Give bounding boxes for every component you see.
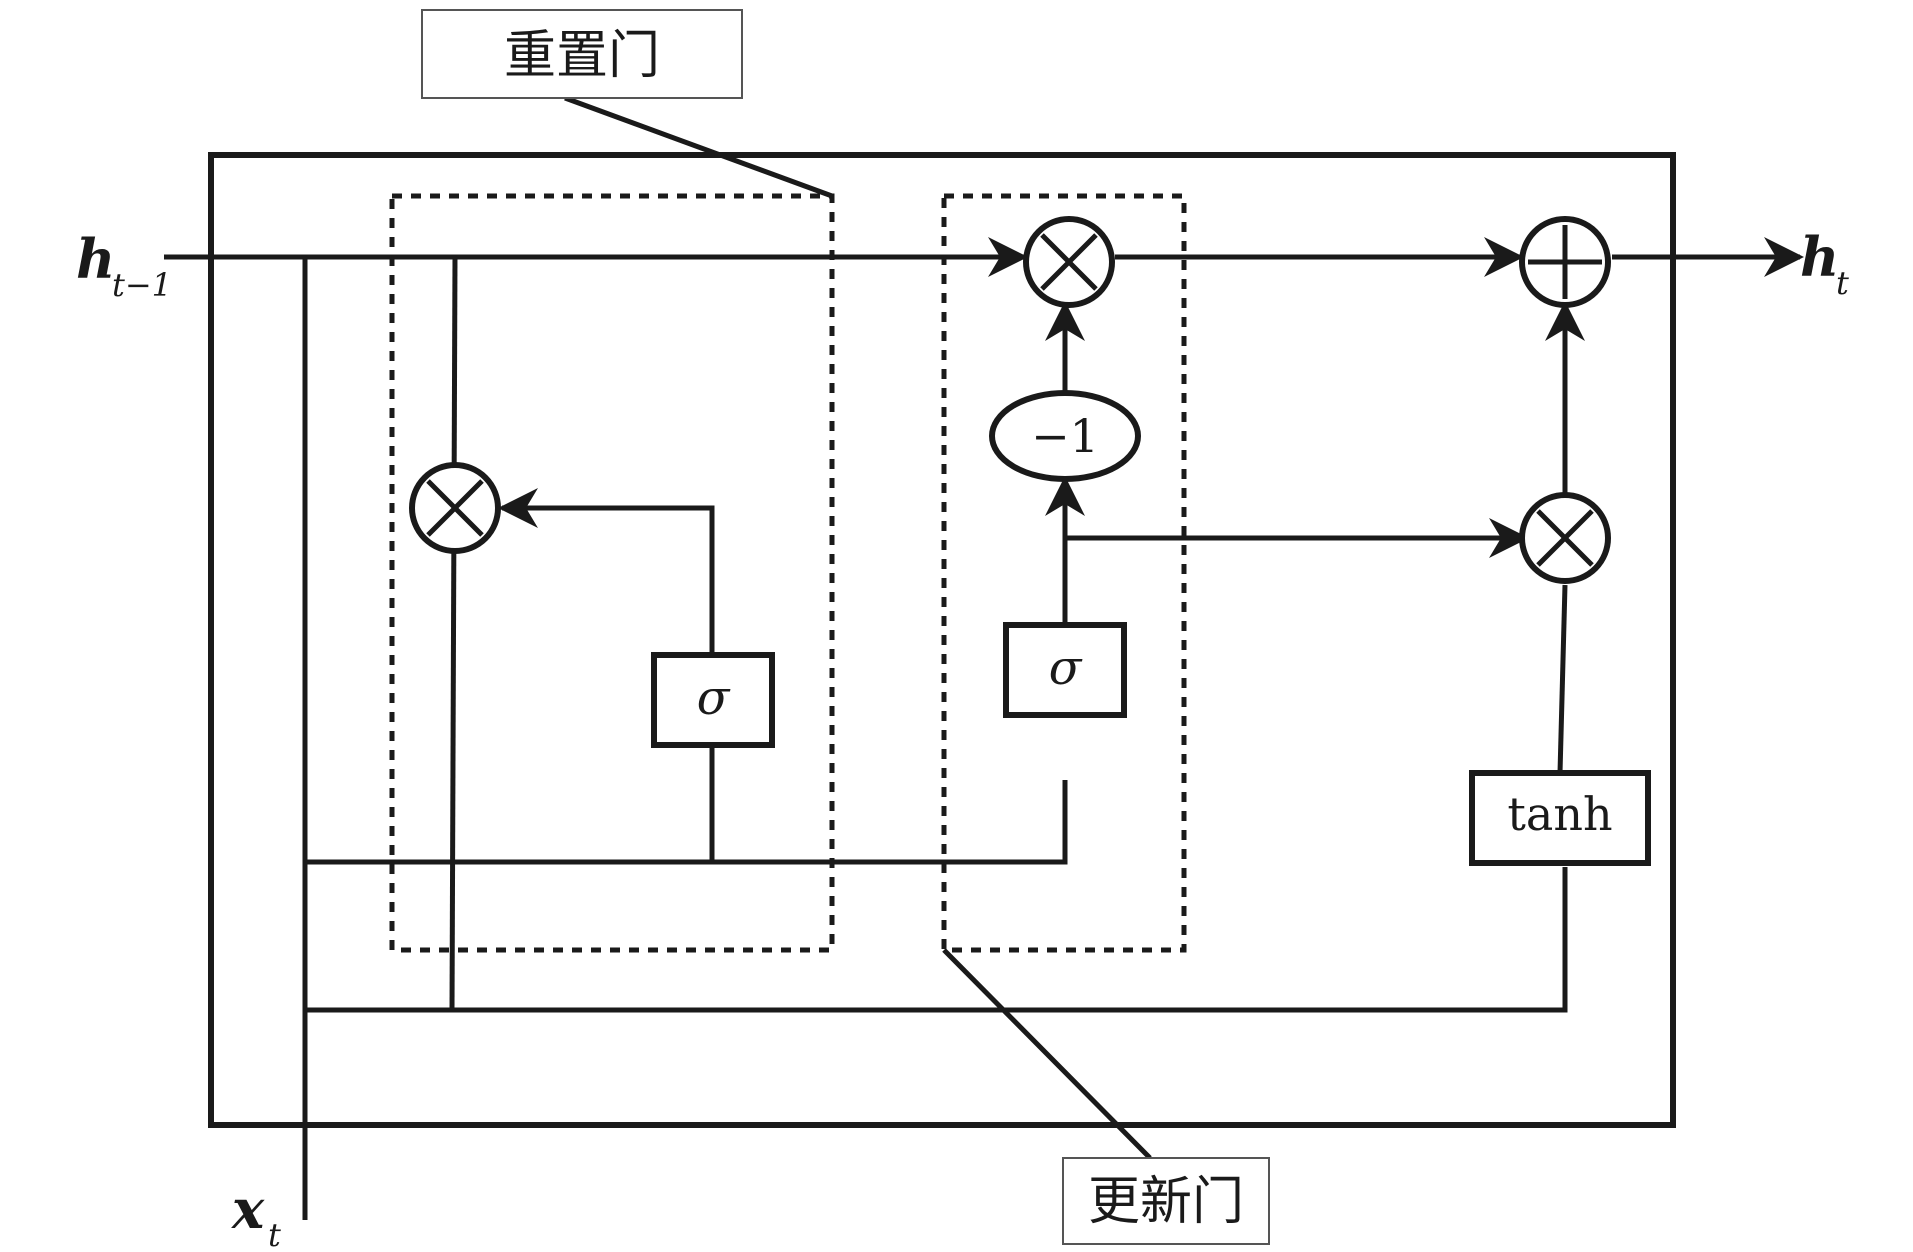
h-out-sub: t [1836,264,1849,302]
plus-node [1519,216,1611,308]
reset-gate-leader [564,95,833,199]
reset-gate-callout [421,9,743,99]
update-sigma-box [1003,622,1127,718]
reset-sigma-to-mult [498,488,715,655]
tanh-to-right-mult [1557,584,1568,774]
minus-one-node [989,390,1141,482]
update-gate-callout [1062,1157,1270,1245]
x-sub: t [268,1216,281,1252]
reset-gate-region [389,193,835,953]
h-prev-to-reset [449,256,458,1011]
minus-one-label: −1 [1031,409,1099,463]
update-gate-label: 更新门 [1088,1172,1244,1232]
update-gate-region [941,193,1187,953]
right-multiply-node [1519,492,1611,584]
circled-times-icon [1040,233,1098,291]
reset-sigma-box [651,652,775,748]
reset-sigma-label: σ [697,670,731,726]
h-out-label: h t [1800,225,1849,302]
reset-gate-label: 重置门 [504,26,660,86]
circled-times-icon [1536,509,1594,567]
circled-plus-icon [1528,225,1602,299]
x-label: x t [231,1177,281,1252]
h-prev-base: h [76,227,115,291]
circled-times-icon [426,479,484,537]
top-multiply-node [1023,216,1115,308]
h-prev-label: h t−1 [76,227,172,304]
h-prev-sub: t−1 [112,266,172,304]
h-out-base: h [1800,225,1839,289]
candidate-input-bus [305,867,1568,1013]
tanh-label: tanh [1507,787,1612,841]
gate-input-bus [305,780,1068,865]
reset-multiply-node [409,462,501,554]
update-sigma-label: σ [1049,640,1083,696]
x-base: x [231,1177,265,1241]
update-gate-leader [942,948,1152,1160]
cell-frame [208,152,1676,1128]
tanh-box [1469,770,1651,866]
